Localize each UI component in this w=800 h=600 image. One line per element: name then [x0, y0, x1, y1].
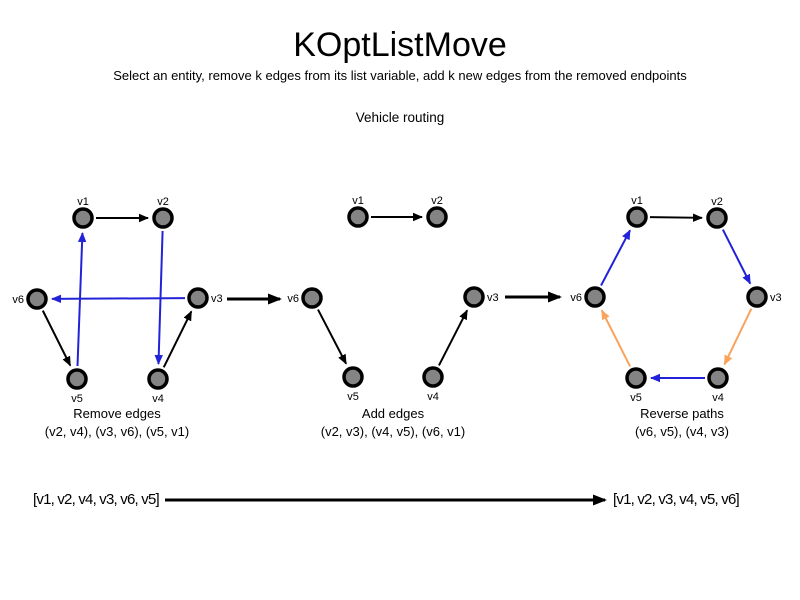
- list-before: [v1, v2, v4, v3, v6, v5]: [33, 491, 160, 508]
- reverse-paths-graph-node-v1: [626, 206, 648, 228]
- remove-edges-caption: Remove edges (v2, v4), (v3, v6), (v5, v1…: [0, 405, 267, 441]
- remove-edges-graph-edge-v4-v3: [162, 310, 193, 368]
- add-edges-caption: Add edges (v2, v3), (v4, v5), (v6, v1): [243, 405, 543, 441]
- reverse-paths-graph-node-label-v3: v3: [770, 292, 782, 304]
- remove-edges-graph-node-v2: [152, 207, 174, 229]
- reverse-paths-caption: Reverse paths (v6, v5), (v4, v3): [532, 405, 800, 441]
- caption-heading: Add edges: [361, 406, 425, 421]
- remove-edges-graph-node-v5: [66, 368, 88, 390]
- reverse-paths-graph-edge-v1-v2: [649, 213, 704, 222]
- reverse-paths-graph-node-v2: [706, 207, 728, 229]
- caption-detail: (v2, v4), (v3, v6), (v5, v1): [44, 424, 190, 439]
- reverse-paths-graph-edge-v5-v6: [600, 309, 632, 367]
- remove-edges-graph-edge-v3-v6: [50, 294, 186, 304]
- reverse-paths-graph-node-v5: [625, 367, 647, 389]
- add-edges-graph-node-label-v3: v3: [487, 292, 499, 304]
- add-edges-graph-node-v4: [422, 366, 444, 388]
- section-label: Vehicle routing: [355, 110, 445, 125]
- remove-edges-graph-edge-v5-v1: [76, 231, 87, 367]
- caption-detail: (v6, v5), (v4, v3): [635, 424, 729, 439]
- remove-edges-graph-node-v6: [26, 288, 48, 310]
- reverse-paths-graph-edge-v6-v1: [600, 229, 631, 286]
- page-subtitle: Select an entity, remove k edges from it…: [113, 68, 687, 83]
- add-edges-graph-node-label-v1: v1: [352, 195, 364, 207]
- remove-edges-graph-edge-v6-v5: [41, 310, 72, 367]
- list-after: [v1, v2, v3, v4, v5, v6]: [613, 491, 740, 508]
- reverse-paths-graph-node-label-v1: v1: [631, 195, 643, 207]
- reverse-paths-graph-node-label-v2: v2: [711, 196, 723, 208]
- remove-edges-graph-node-label-v4: v4: [152, 393, 164, 405]
- reverse-paths-graph-node-v4: [707, 367, 729, 389]
- reverse-paths-graph-node-label-v6: v6: [570, 292, 582, 304]
- add-edges-graph-node-label-v2: v2: [431, 195, 443, 207]
- remove-edges-graph-node-v4: [147, 368, 169, 390]
- add-edges-graph-node-v5: [342, 366, 364, 388]
- remove-edges-graph-node-label-v3: v3: [211, 293, 223, 305]
- add-edges-graph-edge-v4-v3: [438, 309, 469, 366]
- remove-edges-graph-node-label-v1: v1: [77, 196, 89, 208]
- reverse-paths-graph-node-v6: [584, 286, 606, 308]
- caption-heading: Reverse paths: [640, 406, 724, 421]
- add-edges-graph-node-label-v4: v4: [427, 391, 439, 403]
- caption-heading: Remove edges: [73, 406, 161, 421]
- remove-edges-graph-node-label-v6: v6: [12, 294, 24, 306]
- add-edges-graph-node-v1: [347, 206, 369, 228]
- add-edges-graph-node-v6: [301, 287, 323, 309]
- reverse-paths-graph-edge-v2-v3: [721, 229, 752, 285]
- reverse-paths-graph-edge-v3-v4: [723, 308, 753, 366]
- reverse-paths-graph-node-v3: [746, 286, 768, 308]
- add-edges-graph-node-v3: [463, 286, 485, 308]
- add-edges-graph-node-label-v6: v6: [287, 293, 299, 305]
- remove-edges-graph-node-v3: [187, 287, 209, 309]
- add-edges-graph-node-v2: [426, 206, 448, 228]
- remove-edges-graph-node-v1: [72, 207, 94, 229]
- page-title: KOptListMove: [293, 26, 507, 64]
- caption-detail: (v2, v3), (v4, v5), (v6, v1): [320, 424, 466, 439]
- add-edges-graph-edge-v6-v5: [317, 309, 347, 365]
- remove-edges-graph-node-label-v2: v2: [157, 196, 169, 208]
- reverse-paths-graph-node-label-v5: v5: [630, 392, 642, 404]
- reverse-paths-graph-node-label-v4: v4: [712, 392, 724, 404]
- remove-edges-graph-node-label-v5: v5: [71, 393, 83, 405]
- add-edges-graph-node-label-v5: v5: [347, 391, 359, 403]
